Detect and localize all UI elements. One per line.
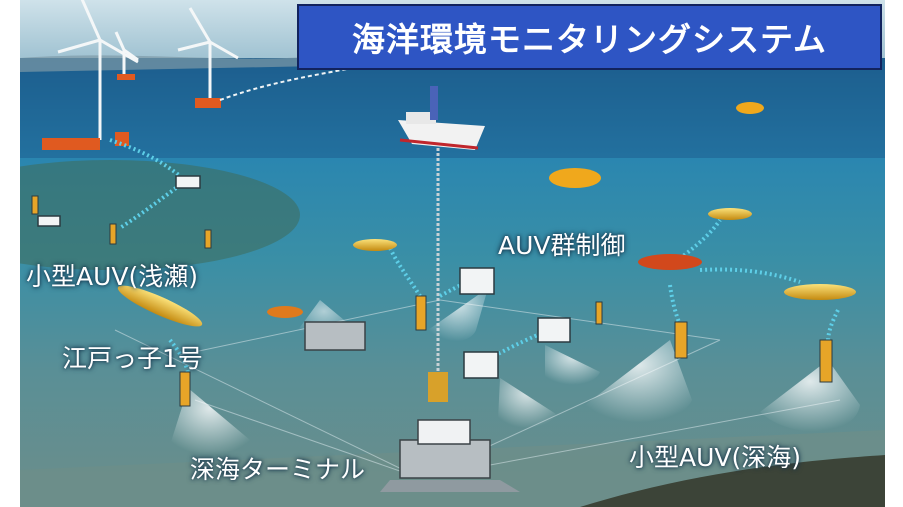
sensor-light-cones xyxy=(170,288,860,456)
seabed-terminal-icon xyxy=(304,321,520,492)
continental-slope xyxy=(580,455,885,507)
wind-turbine-icon xyxy=(57,0,239,140)
label-deep-terminal: 深海ターミナル xyxy=(190,455,366,484)
shallow-seabed xyxy=(20,160,300,270)
lander-icon xyxy=(37,175,571,379)
ocean-scene-illustration xyxy=(20,0,885,507)
auv-icon xyxy=(117,208,856,327)
system-title: 海洋環境モニタリングシステム xyxy=(297,4,882,70)
surface-buoy xyxy=(549,168,601,188)
label-edokko-1: 江戸っ子1号 xyxy=(62,344,203,373)
label-auv-swarm-control: AUV群制御 xyxy=(498,231,626,260)
surface-buoy xyxy=(736,102,764,114)
ship-icon xyxy=(398,86,485,390)
turbine-floats xyxy=(42,74,221,150)
label-small-auv-deep: 小型AUV(深海) xyxy=(629,443,802,472)
ocean-monitoring-diagram: 海洋環境モニタリングシステム 小型AUV(浅瀬) 江戸っ子1号 深海ターミナル … xyxy=(20,0,885,507)
distant-coast xyxy=(20,55,320,72)
sensor-buoy-icon xyxy=(31,195,833,407)
label-small-auv-shallow: 小型AUV(浅瀬) xyxy=(26,262,199,291)
